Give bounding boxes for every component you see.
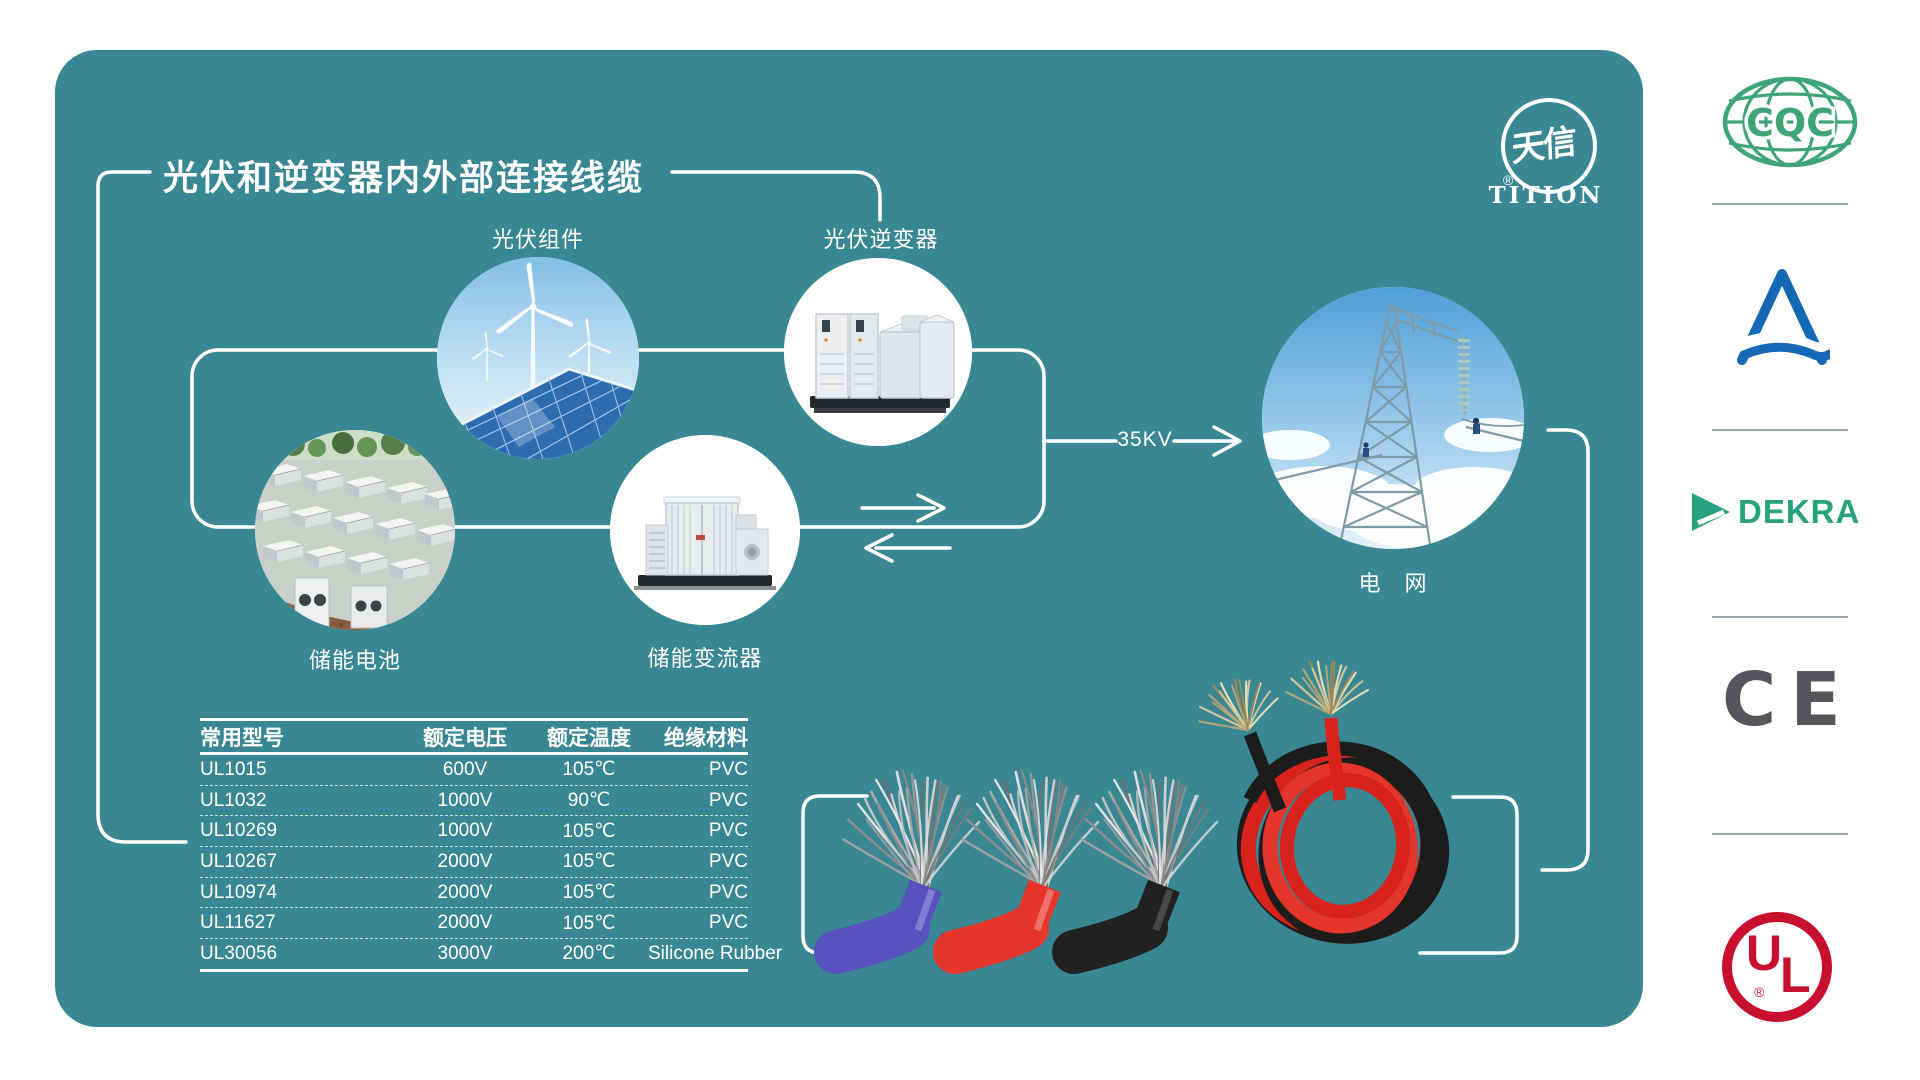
cell-temperature: 105℃ (562, 912, 616, 934)
pv-modules-photo (437, 257, 639, 459)
cell-model: UL30056 (200, 942, 278, 964)
tition-logo-characters: 天信 (1510, 122, 1576, 170)
table-row: UL10269 1000V 105℃ PVC (200, 816, 748, 848)
cqc-text: CQC (1746, 101, 1834, 145)
cell-insulation: Silicone Rubber (648, 942, 783, 964)
sidebar-divider (1712, 203, 1848, 205)
node-label-pv-modules: 光伏组件 (491, 227, 584, 252)
tition-logo: 天信 ® (1501, 98, 1597, 194)
cell-model: UL10974 (200, 881, 278, 903)
stripped-wire-black (1052, 756, 1223, 974)
col-header-model: 常用型号 (200, 726, 284, 750)
node-power-grid (1262, 287, 1524, 549)
ul-logo: U L ® (1722, 912, 1832, 1022)
link-voltage-label: 35KV (1117, 428, 1173, 451)
cell-temperature: 105℃ (562, 759, 616, 781)
dekra-arrow-icon (1692, 493, 1730, 531)
cell-temperature: 105℃ (562, 882, 616, 904)
stripped-wire-purple (814, 756, 985, 974)
dekra-logo: DEKRA (1690, 486, 1880, 538)
power-grid-photo (1262, 287, 1524, 549)
cable-spec-table: 常用型号 额定电压 额定温度 绝缘材料 UL1015 600V 105℃ PVC… (200, 718, 783, 972)
registered-mark-icon: ® (1754, 984, 1765, 1000)
cell-voltage: 2000V (437, 912, 493, 934)
storage-converter-photo (610, 435, 800, 625)
storage-battery-photo (255, 430, 455, 630)
cell-voltage: 2000V (437, 881, 493, 903)
pv-inverter-photo (784, 258, 972, 446)
cell-insulation: PVC (708, 820, 748, 842)
cell-voltage: 600V (442, 758, 488, 780)
table-row: UL10267 2000V 105℃ PVC (200, 847, 748, 878)
node-label-pv-inverter: 光伏逆变器 (823, 227, 939, 252)
cqc-logo: CQC (1722, 76, 1858, 168)
col-header-insulation: 绝缘材料 (664, 726, 748, 750)
registered-mark-icon: ® (1503, 172, 1514, 188)
cell-model: UL10267 (200, 850, 278, 872)
stripped-wire-red (933, 756, 1104, 974)
sidebar-divider (1712, 833, 1848, 835)
node-storage-converter (610, 435, 800, 625)
table-row: UL10974 2000V 105℃ PVC (200, 878, 748, 909)
page-title: 光伏和逆变器内外部连接线缆 (163, 159, 645, 198)
ce-mark: CE (1722, 657, 1855, 743)
cell-model: UL10269 (200, 820, 278, 842)
cell-insulation: PVC (708, 789, 748, 811)
triangle-certification-icon (1732, 269, 1830, 365)
table-row: UL1015 600V 105℃ PVC (200, 755, 748, 786)
dekra-text: DEKRA (1738, 493, 1861, 530)
cell-voltage: 1000V (437, 789, 493, 811)
sidebar-divider (1712, 616, 1848, 618)
ul-letter-l: L (1780, 947, 1811, 1003)
node-label-power-grid: 电 网 (1358, 571, 1428, 596)
node-storage-battery (255, 430, 455, 630)
node-label-storage-battery: 储能电池 (308, 648, 401, 673)
cell-voltage: 2000V (437, 850, 493, 872)
cell-insulation: PVC (708, 850, 748, 872)
cell-voltage: 1000V (437, 820, 493, 842)
cell-voltage: 3000V (437, 942, 493, 964)
cell-model: UL11627 (200, 912, 276, 934)
node-pv-inverter (784, 258, 972, 446)
node-label-storage-converter: 储能变流器 (647, 646, 763, 671)
cell-temperature: 105℃ (562, 820, 616, 842)
cell-model: UL1015 (200, 758, 267, 780)
cell-insulation: PVC (708, 758, 748, 780)
table-row: UL11627 2000V 105℃ PVC (200, 908, 748, 940)
ul-letter-u: U (1746, 925, 1783, 981)
cable-coil (1185, 650, 1450, 944)
table-row: UL1032 1000V 90℃ PVC (200, 786, 748, 817)
col-header-voltage: 额定电压 (423, 726, 507, 750)
cable-product-photo (814, 650, 1450, 974)
cell-temperature: 200℃ (562, 943, 616, 965)
cell-insulation: PVC (708, 912, 748, 934)
col-header-temperature: 额定温度 (547, 726, 631, 750)
table-header-row: 常用型号 额定电压 额定温度 绝缘材料 (200, 721, 748, 755)
sidebar-divider (1712, 429, 1848, 431)
tition-brand-name: TITION (1488, 182, 1604, 209)
cell-model: UL1032 (200, 789, 267, 811)
table-row: UL30056 3000V 200℃ Silicone Rubber (200, 939, 783, 969)
cell-temperature: 105℃ (562, 851, 616, 873)
cell-insulation: PVC (708, 881, 748, 903)
cell-temperature: 90℃ (567, 790, 611, 812)
node-pv-modules (437, 257, 639, 459)
